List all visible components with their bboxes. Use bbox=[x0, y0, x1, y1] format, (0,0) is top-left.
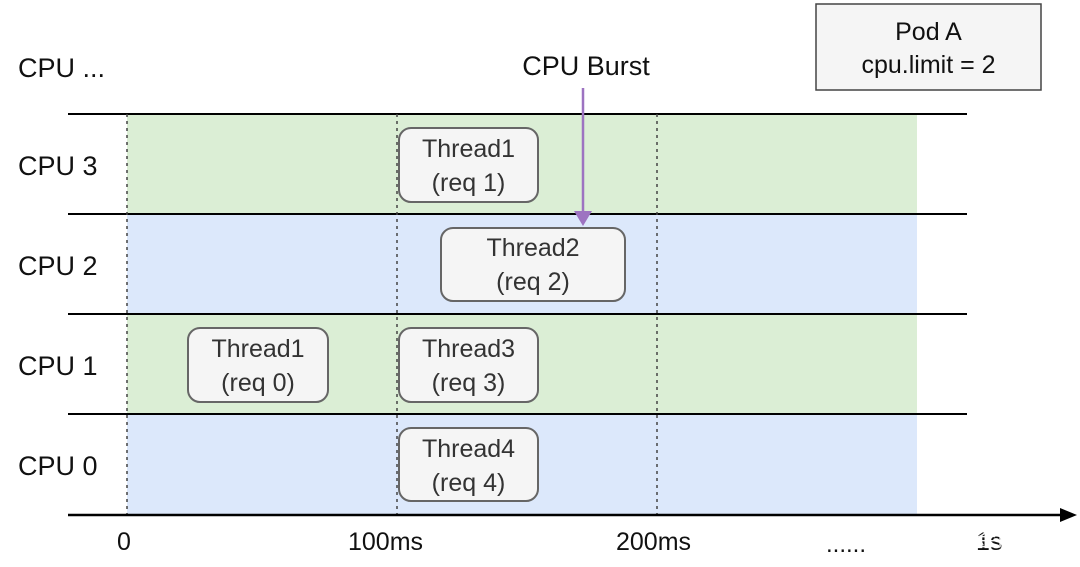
thread-2-request: (req 2) bbox=[496, 268, 570, 296]
cpu-burst-label: CPU Burst bbox=[522, 51, 650, 81]
thread-3-request: (req 3) bbox=[432, 369, 506, 397]
thread-box-cpu2: Thread2 (req 2) bbox=[440, 227, 626, 302]
cpu-0-label: CPU 0 bbox=[18, 451, 98, 481]
watermark-text: @稀土掘金技术社区 bbox=[901, 529, 1072, 551]
thread-4-request: (req 4) bbox=[432, 469, 506, 497]
thread-box-cpu0-frame bbox=[398, 427, 539, 502]
thread-box-cpu3-frame bbox=[398, 127, 539, 203]
cpu-3-label: CPU 3 bbox=[18, 151, 98, 181]
thread-box-cpu0: Thread4 (req 4) bbox=[398, 427, 539, 502]
thread-box-cpu2-frame bbox=[440, 227, 626, 302]
thread-box-cpu3: Thread1 (req 1) bbox=[398, 127, 539, 203]
time-axis-arrow bbox=[1060, 508, 1077, 522]
thread-4-name: Thread4 bbox=[422, 435, 515, 463]
thread-box-cpu1-left-frame bbox=[187, 327, 329, 403]
thread-box-cpu1-right-frame bbox=[398, 327, 539, 403]
cpu-2-label: CPU 2 bbox=[18, 251, 98, 281]
pod-title: Pod A bbox=[895, 18, 962, 46]
thread-box-cpu1-right: Thread3 (req 3) bbox=[398, 327, 539, 403]
thread-box-cpu1-left: Thread1 (req 0) bbox=[187, 327, 329, 403]
cpu-more-label: CPU ... bbox=[18, 53, 105, 83]
tick-ellipsis: ...... bbox=[826, 531, 866, 558]
thread-2-name: Thread2 bbox=[486, 234, 579, 262]
tick-100ms: 100ms bbox=[348, 528, 423, 556]
cpu-1-label: CPU 1 bbox=[18, 351, 98, 381]
tick-0: 0 bbox=[117, 528, 131, 556]
thread-1-request: (req 1) bbox=[432, 169, 506, 197]
cpu-burst-arrow-head bbox=[574, 211, 592, 226]
thread-0-name: Thread1 bbox=[211, 335, 304, 363]
pod-box bbox=[815, 3, 1042, 91]
tick-1s: 1s bbox=[976, 528, 1002, 556]
thread-0-request: (req 0) bbox=[221, 369, 295, 397]
thread-1-name: Thread1 bbox=[422, 135, 515, 163]
pod-limit: cpu.limit = 2 bbox=[861, 51, 995, 79]
thread-3-name: Thread3 bbox=[422, 335, 515, 363]
tick-200ms: 200ms bbox=[616, 528, 691, 556]
